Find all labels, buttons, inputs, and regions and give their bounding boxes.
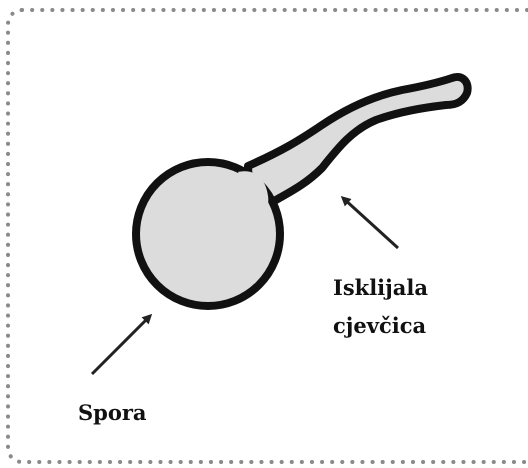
arrow-to-germ-tube (343, 198, 398, 248)
arrow-to-spore (92, 316, 150, 374)
germ-tube-label-line2: cjevčica (333, 311, 426, 340)
germ-tube-label-line1: Isklijala (333, 273, 428, 302)
spore-label: Spora (78, 398, 147, 427)
germ-tube (248, 77, 468, 220)
